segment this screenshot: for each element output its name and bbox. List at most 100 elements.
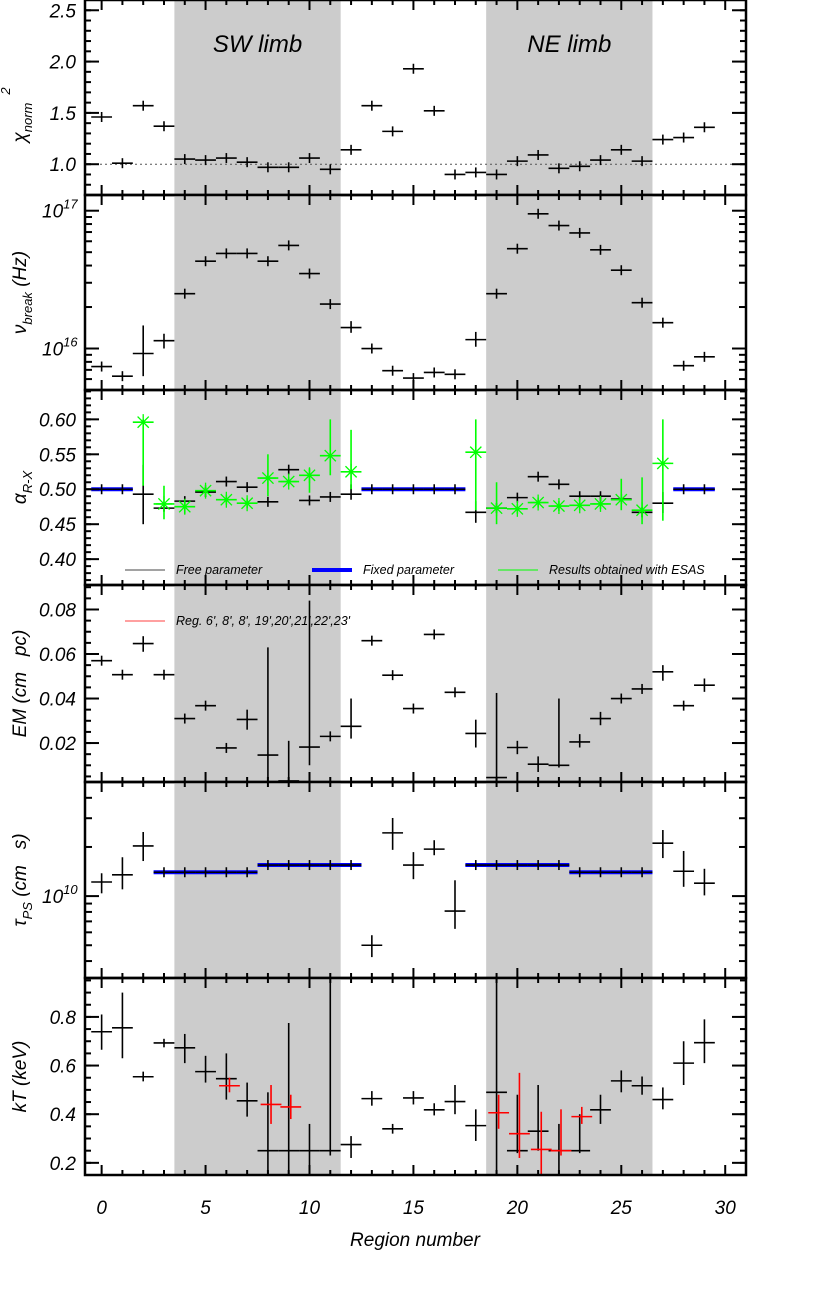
esas-data-point bbox=[631, 477, 653, 525]
plot-area bbox=[91, 600, 715, 782]
plot-area bbox=[91, 978, 715, 1175]
free-data-point bbox=[257, 647, 279, 779]
free-data-point bbox=[174, 1033, 196, 1064]
shaded-band-ne bbox=[486, 585, 653, 782]
y-axis-label-symbol: α bbox=[10, 492, 31, 504]
y-axis-label-rest: (Hz) bbox=[10, 251, 31, 292]
free-data-point bbox=[278, 240, 300, 251]
free-data-point bbox=[465, 1109, 487, 1141]
esas-data-point bbox=[215, 491, 237, 508]
free-data-point bbox=[257, 162, 279, 173]
esas-data-point bbox=[299, 467, 320, 493]
free-data-point bbox=[694, 484, 715, 495]
y-axis-label-sup: 2 bbox=[0, 87, 13, 96]
y-axis-label: kT (keV) bbox=[10, 1041, 31, 1113]
free-data-point bbox=[132, 1071, 154, 1082]
y-tick-label: 0.40 bbox=[39, 550, 76, 571]
free-data-point bbox=[215, 742, 237, 753]
asterisk-stroke bbox=[469, 446, 482, 459]
asterisk-stroke bbox=[345, 465, 358, 478]
free-data-point bbox=[236, 867, 258, 878]
asterisk-stroke bbox=[137, 416, 150, 429]
free-data-point bbox=[403, 63, 424, 74]
free-data-point bbox=[652, 665, 674, 681]
free-data-point bbox=[548, 479, 570, 490]
free-data-point bbox=[673, 484, 695, 495]
free-data-point bbox=[569, 867, 591, 878]
y-axis-label: χnorm2 bbox=[0, 87, 35, 145]
free-data-point bbox=[319, 978, 341, 1156]
y-tick-label: 0.08 bbox=[39, 600, 76, 621]
free-data-point bbox=[694, 868, 715, 896]
shaded-band-sw bbox=[174, 195, 341, 390]
free-data-point bbox=[465, 331, 487, 347]
asterisk-stroke bbox=[303, 469, 316, 482]
free-data-point bbox=[506, 243, 528, 254]
free-data-point bbox=[673, 1041, 695, 1086]
free-data-point bbox=[195, 155, 216, 166]
esas-data-point bbox=[465, 419, 487, 511]
y-axis-label: νbreak (Hz) bbox=[10, 251, 35, 334]
asterisk-stroke bbox=[157, 497, 171, 510]
free-data-point bbox=[590, 867, 611, 878]
free-data-point bbox=[236, 248, 258, 259]
free-data-point bbox=[132, 636, 154, 652]
free-data-point bbox=[91, 1014, 113, 1050]
x-axis-label: Region number bbox=[350, 1230, 481, 1251]
free-data-point bbox=[174, 288, 196, 299]
free-data-point bbox=[340, 1136, 362, 1158]
legend-label-esas: Results obtained with ESAS bbox=[549, 563, 705, 577]
y-axis-label-symbol: EM (cm bbox=[10, 672, 31, 737]
free-data-point bbox=[423, 840, 445, 856]
y-axis-label-rest: (cm s) bbox=[10, 833, 31, 902]
free-data-point bbox=[506, 860, 528, 871]
free-data-point bbox=[444, 1085, 466, 1115]
free-data-point bbox=[112, 484, 133, 495]
free-data-point bbox=[694, 678, 715, 692]
esas-data-point bbox=[132, 414, 154, 486]
asterisk-stroke bbox=[656, 457, 669, 470]
esas-data-point bbox=[174, 498, 196, 515]
y-axis-label-symbol: τ bbox=[10, 918, 31, 927]
free-data-point bbox=[527, 149, 549, 160]
free-data-point bbox=[174, 867, 196, 878]
free-data-point bbox=[610, 265, 632, 276]
free-data-point bbox=[652, 317, 674, 328]
free-data-point bbox=[590, 155, 611, 166]
shaded-band-ne bbox=[486, 390, 653, 585]
asterisk-stroke bbox=[573, 499, 586, 512]
y-tick-label: 0.02 bbox=[39, 734, 76, 755]
plot-area bbox=[91, 817, 715, 958]
y-axis-label: EM (cm pc) bbox=[10, 630, 31, 738]
y-tick-label-base: 10 bbox=[42, 887, 64, 908]
free-data-point bbox=[236, 157, 258, 168]
free-data-point bbox=[112, 371, 133, 382]
x-tick-label: 25 bbox=[610, 1198, 633, 1219]
free-data-point bbox=[610, 867, 632, 878]
y-axis-label-rest: pc) bbox=[10, 630, 31, 672]
free-data-point bbox=[132, 831, 154, 862]
free-data-point bbox=[195, 256, 216, 267]
free-data-point bbox=[506, 1094, 528, 1154]
free-data-point bbox=[631, 156, 653, 167]
legend-label-free: Free parameter bbox=[176, 563, 263, 577]
free-data-point bbox=[382, 365, 404, 376]
y-tick-label-exponent: 17 bbox=[63, 197, 78, 212]
free-data-point bbox=[694, 351, 715, 362]
panel-frame bbox=[83, 976, 748, 1177]
free-data-point bbox=[278, 162, 300, 173]
x-tick-label: 10 bbox=[299, 1198, 321, 1219]
free-data-point bbox=[652, 830, 674, 859]
asterisk-stroke bbox=[490, 502, 503, 515]
free-data-point bbox=[403, 1091, 424, 1105]
free-data-point bbox=[112, 992, 133, 1059]
reg_prime-data-point bbox=[260, 1085, 282, 1124]
free-data-point bbox=[423, 1103, 445, 1116]
shaded-band-sw bbox=[174, 0, 341, 195]
free-data-point bbox=[319, 731, 341, 742]
free-data-point bbox=[527, 1085, 549, 1151]
free-data-point bbox=[340, 860, 362, 871]
free-data-point bbox=[444, 369, 466, 380]
region-label: NE limb bbox=[527, 31, 611, 58]
